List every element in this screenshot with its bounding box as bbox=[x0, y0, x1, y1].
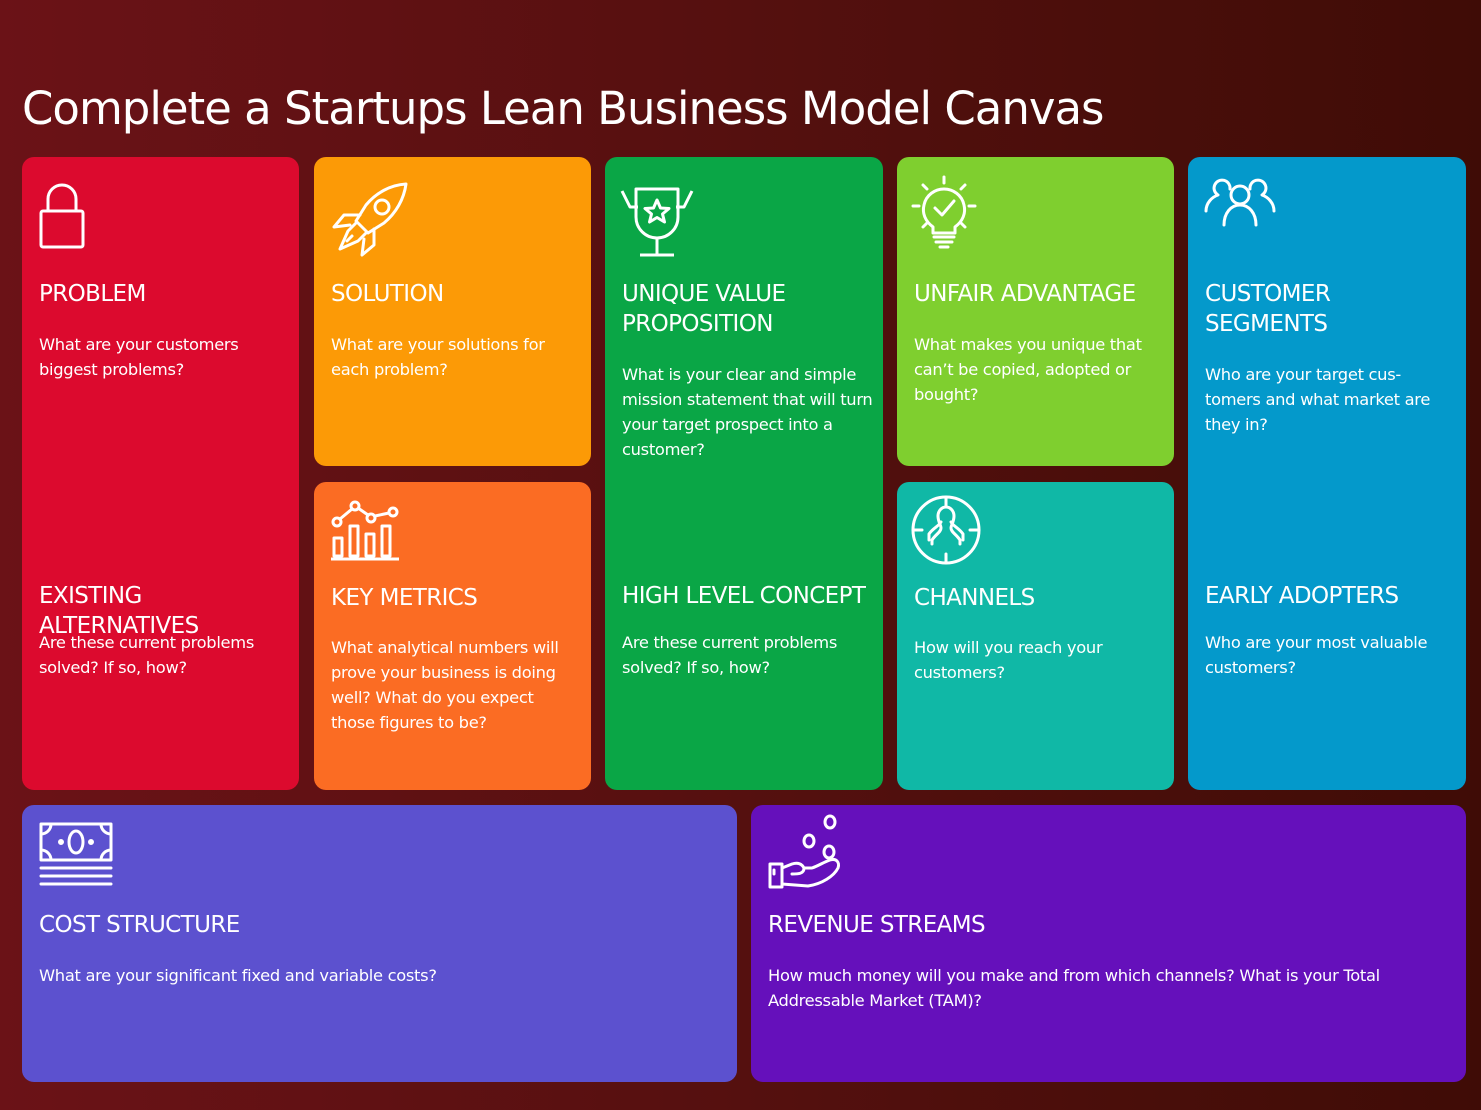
early-adopters-title: EARLY ADOPTERS bbox=[1205, 583, 1399, 609]
customer-segments-question: Who are your target cus-tomers and what … bbox=[1205, 365, 1431, 434]
high-level-concept-question: Are these current problems solved? If so… bbox=[622, 633, 838, 677]
solution-question: What are your solutions for each problem… bbox=[331, 335, 545, 379]
card-key-metrics: KEY METRICS What analytical numbers will… bbox=[314, 482, 591, 790]
card-unfair-advantage: UNFAIR ADVANTAGE What makes you unique t… bbox=[897, 157, 1174, 466]
trophy-star-icon bbox=[620, 187, 694, 259]
lock-icon bbox=[39, 181, 85, 249]
rocket-icon bbox=[330, 181, 410, 257]
channels-title: CHANNELS bbox=[914, 585, 1035, 611]
target-person-icon bbox=[910, 494, 982, 566]
problem-title: PROBLEM bbox=[39, 281, 146, 307]
lightbulb-check-icon bbox=[911, 175, 977, 249]
channels-question: How will you reach your customers? bbox=[914, 638, 1103, 682]
unfair-advantage-question: What makes you unique that can’t be copi… bbox=[914, 335, 1142, 404]
page-title: Complete a Startups Lean Business Model … bbox=[22, 82, 1105, 135]
solution-title: SOLUTION bbox=[331, 281, 444, 307]
cost-structure-title: COST STRUCTURE bbox=[39, 912, 240, 938]
card-cost-structure: COST STRUCTURE What are your significant… bbox=[22, 805, 737, 1082]
key-metrics-question: What analytical numbers will prove your … bbox=[331, 638, 559, 732]
existing-alternatives-question: Are these current problems solved? If so… bbox=[39, 633, 255, 677]
key-metrics-title: KEY METRICS bbox=[331, 585, 478, 611]
unfair-advantage-title: UNFAIR ADVANTAGE bbox=[914, 281, 1136, 307]
chart-metrics-icon bbox=[331, 500, 401, 562]
card-problem: PROBLEM What are your customers biggest … bbox=[22, 157, 299, 790]
customer-segments-title: CUSTOMER SEGMENTS bbox=[1205, 281, 1331, 337]
users-group-icon bbox=[1204, 177, 1276, 227]
early-adopters-question: Who are your most valuable customers? bbox=[1205, 633, 1428, 677]
uvp-title: UNIQUE VALUE PROPOSITION bbox=[622, 281, 786, 337]
cost-structure-question: What are your significant fixed and vari… bbox=[39, 966, 437, 985]
card-unique-value-proposition: UNIQUE VALUE PROPOSITION What is your cl… bbox=[605, 157, 883, 790]
banknote-stack-icon bbox=[39, 822, 113, 888]
high-level-concept-title: HIGH LEVEL CONCEPT bbox=[622, 583, 866, 609]
revenue-streams-title: REVENUE STREAMS bbox=[768, 912, 986, 938]
card-channels: CHANNELS How will you reach your custome… bbox=[897, 482, 1174, 790]
existing-alternatives-title: EXISTING ALTERNATIVES bbox=[39, 583, 199, 639]
card-customer-segments: CUSTOMER SEGMENTS Who are your target cu… bbox=[1188, 157, 1466, 790]
hand-coins-icon bbox=[768, 814, 844, 890]
card-revenue-streams: REVENUE STREAMS How much money will you … bbox=[751, 805, 1466, 1082]
card-solution: SOLUTION What are your solutions for eac… bbox=[314, 157, 591, 466]
problem-question: What are your customers biggest problems… bbox=[39, 335, 239, 379]
uvp-question: What is your clear and simple mission st… bbox=[622, 365, 873, 459]
revenue-streams-question: How much money will you make and from wh… bbox=[768, 966, 1380, 1010]
